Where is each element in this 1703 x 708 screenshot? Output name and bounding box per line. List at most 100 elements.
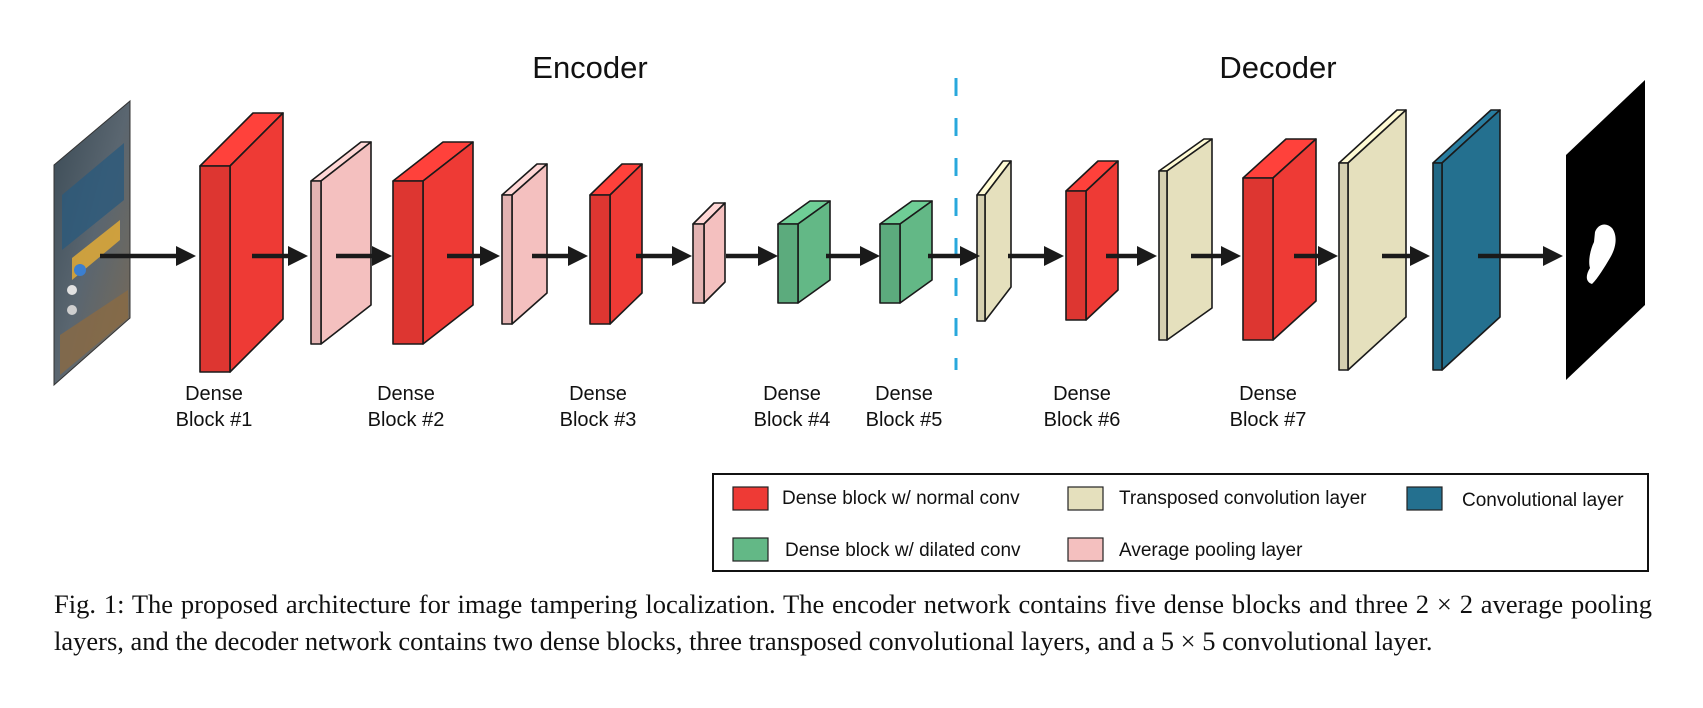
flow-arrow: [1294, 246, 1338, 266]
flow-arrow-head: [480, 246, 500, 266]
flow-arrow-head: [176, 246, 196, 266]
pool-layer-1-box-front-face: [310, 180, 322, 345]
dense-block-6-label-line1: Dense: [1053, 383, 1111, 405]
flow-arrow-head: [1137, 246, 1157, 266]
flow-arrow-head: [960, 246, 980, 266]
flow-arrow: [532, 246, 588, 266]
dense-block-7-box: [1242, 138, 1317, 341]
flow-arrow: [928, 246, 980, 266]
input-image: [53, 99, 131, 387]
dense-block-5-box-front-face: [879, 223, 901, 304]
transposed-layer-3-box: [1338, 109, 1407, 371]
dense-block-4-label-line1: Dense: [763, 383, 821, 405]
flow-arrow: [1191, 246, 1241, 266]
transposed-layer-2-box-front-face: [1158, 170, 1168, 341]
legend: Dense block w/ normal conv Transposed co…: [712, 473, 1649, 572]
transposed-layer-1-box-front-face: [976, 194, 986, 322]
dense-block-2-box: [392, 141, 474, 345]
dense-block-1-label-line2: Block #1: [176, 409, 253, 431]
pool-layer-3-box: [692, 202, 726, 304]
dense-block-2-box-front-face: [392, 180, 424, 345]
flow-arrow: [1382, 246, 1430, 266]
flow-arrow-head: [672, 246, 692, 266]
pool-layer-1-box: [310, 141, 372, 345]
pool-layer-2-box-front-face: [501, 194, 513, 325]
flow-arrow-head: [568, 246, 588, 266]
dense-block-1-label-line1: Dense: [185, 383, 243, 405]
encoder-title: Encoder: [532, 50, 647, 85]
dense-block-5-label-line2: Block #5: [866, 409, 943, 431]
decoder-title: Decoder: [1219, 50, 1336, 85]
dense-block-1-box: [199, 112, 284, 373]
transposed-layer-2-box-side-face: [1166, 138, 1213, 341]
legend-label-transposed: Transposed convolution layer: [1119, 488, 1367, 509]
conv-layer-box-front-face: [1432, 162, 1443, 371]
legend-label-normal-conv: Dense block w/ normal conv: [782, 488, 1020, 509]
dense-block-5-label-line1: Dense: [875, 383, 933, 405]
dense-block-2-label-line2: Block #2: [368, 409, 445, 431]
flow-arrow-head: [372, 246, 392, 266]
dense-block-7-box-front-face: [1242, 177, 1274, 341]
legend-swatch-transposed: [1067, 486, 1104, 511]
dense-block-3-label-line2: Block #3: [560, 409, 637, 431]
legend-label-conv: Convolutional layer: [1462, 490, 1624, 511]
dense-block-7-label-line1: Dense: [1239, 383, 1297, 405]
flow-arrow: [726, 246, 778, 266]
flow-arrow: [252, 246, 308, 266]
flow-arrow-head: [1410, 246, 1430, 266]
flow-arrow: [1106, 246, 1157, 266]
legend-frame: [712, 473, 1649, 572]
transposed-layer-1-box: [976, 160, 1012, 322]
dense-block-4-box-front-face: [777, 223, 799, 304]
flow-arrow-head: [860, 246, 880, 266]
dense-block-4-box: [777, 200, 831, 304]
dense-block-4-label-line2: Block #4: [754, 409, 831, 431]
flow-arrow-head: [1044, 246, 1064, 266]
dense-block-3-label-line1: Dense: [569, 383, 627, 405]
dense-block-7-label-line2: Block #7: [1230, 409, 1307, 431]
caption-text: The proposed architecture for image tamp…: [54, 589, 1653, 656]
legend-swatch-conv: [1406, 486, 1443, 511]
flow-arrow: [100, 246, 196, 266]
flow-arrow: [447, 246, 500, 266]
transposed-layer-3-box-front-face: [1338, 162, 1349, 371]
output-mask: [1566, 80, 1645, 380]
legend-label-avg-pool: Average pooling layer: [1119, 540, 1303, 561]
flow-arrow: [826, 246, 880, 266]
caption-prefix: Fig. 1:: [54, 589, 125, 619]
dense-block-6-box-front-face: [1065, 190, 1087, 321]
dense-block-2-label-line1: Dense: [377, 383, 435, 405]
figure-caption: Fig. 1: The proposed architecture for im…: [54, 586, 1652, 660]
transposed-layer-2-box: [1158, 138, 1213, 341]
flow-arrow: [636, 246, 692, 266]
dense-block-3-box: [589, 163, 643, 325]
flow-arrow: [1008, 246, 1064, 266]
legend-label-dilated-conv: Dense block w/ dilated conv: [785, 540, 1021, 561]
legend-swatch-dilated-conv: [732, 537, 769, 562]
flow-arrow: [336, 246, 392, 266]
legend-swatch-normal-conv: [732, 486, 769, 511]
dense-block-1-box-front-face: [199, 165, 231, 373]
conv-layer-box: [1432, 109, 1501, 371]
pool-layer-3-box-front-face: [692, 223, 705, 304]
legend-swatch-avg-pool: [1067, 537, 1104, 562]
pool-layer-2-box: [501, 163, 548, 325]
flow-arrow-head: [1543, 246, 1563, 266]
flow-arrow-head: [758, 246, 778, 266]
flow-arrow: [1478, 246, 1563, 266]
flow-arrow-head: [1221, 246, 1241, 266]
dense-block-5-box: [879, 200, 933, 304]
flow-arrow-head: [1318, 246, 1338, 266]
flow-arrow-head: [288, 246, 308, 266]
dense-block-3-box-front-face: [589, 194, 611, 325]
dense-block-6-box: [1065, 160, 1119, 321]
dense-block-6-label-line2: Block #6: [1044, 409, 1121, 431]
